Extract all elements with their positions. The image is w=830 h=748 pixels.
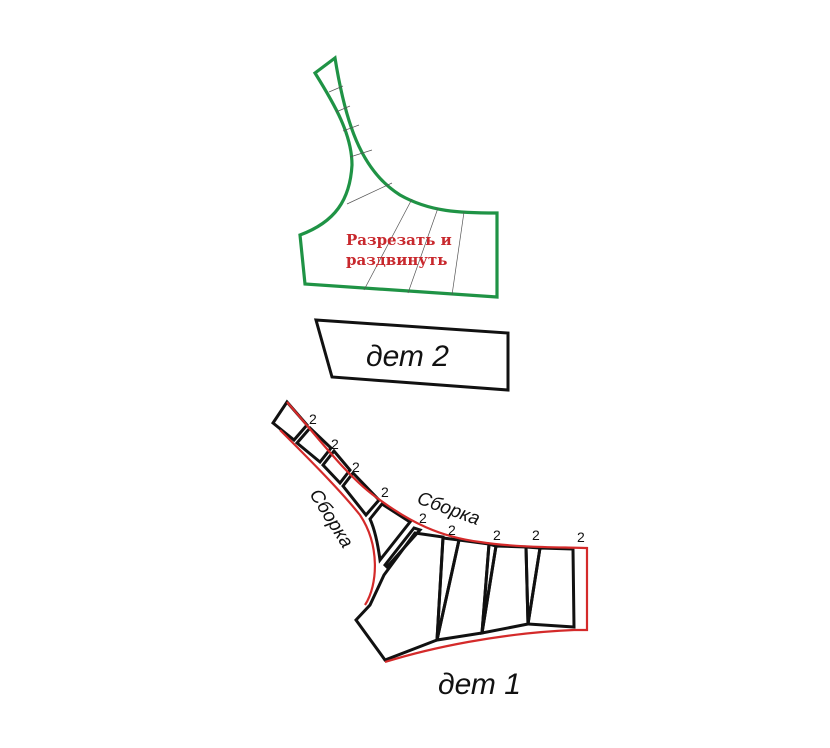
spread-mark: 2: [309, 411, 317, 427]
spread-mark: 2: [352, 459, 360, 475]
piece-2-label: дет 2: [366, 340, 449, 373]
spread-mark: 2: [419, 510, 427, 526]
cut-instruction-line1: Разрезать и: [346, 231, 452, 249]
cut-lines: [328, 85, 465, 296]
spread-mark: 2: [381, 484, 389, 500]
cut-instruction-line2: раздвинуть: [346, 251, 447, 269]
spread-mark: 2: [448, 522, 456, 538]
spread-segments: [270, 399, 576, 662]
new-outline: [279, 401, 589, 664]
original-bodice-piece: Разрезать и раздвинуть: [298, 55, 499, 299]
spread-marks: 2 2 2 2 2 2 2 2 2: [309, 411, 585, 545]
piece-1-label: дет 1: [438, 668, 521, 701]
original-piece-outline: [298, 55, 499, 299]
spread-mark: 2: [532, 527, 540, 543]
piece-2-outline: [313, 318, 510, 392]
piece-2: дет 2: [313, 318, 510, 392]
spread-mark: 2: [331, 436, 339, 452]
spread-mark: 2: [493, 527, 501, 543]
spread-mark: 2: [577, 529, 585, 545]
piece-1: 2 2 2 2 2 2 2 2 2 Сборка Сборка дет 1: [270, 399, 589, 701]
